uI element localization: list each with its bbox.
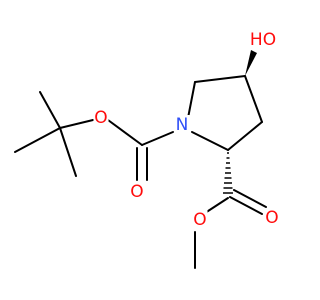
bond-choh-ch2 — [244, 75, 263, 123]
atom-o3: O — [264, 208, 280, 228]
atom-o2: O — [129, 182, 145, 202]
bond-cq-o1 — [59, 119, 94, 129]
atom-n1: N — [174, 115, 190, 135]
bond-cq-ch3-top — [39, 91, 61, 129]
bond-ester-o3-a — [229, 196, 263, 215]
atom-o1: O — [93, 108, 109, 128]
bond-ester-o4 — [204, 197, 229, 214]
bond-ester-o3-b — [233, 189, 267, 208]
molecule-diagram: HO O N O O O — [14, 30, 280, 269]
atom-oh: HO — [250, 30, 276, 50]
bond-chco-n — [191, 131, 229, 151]
atom-label: O — [130, 182, 143, 202]
bond-layer — [14, 50, 267, 269]
hashed-bond-ester — [223, 152, 233, 194]
atom-label: O — [265, 208, 278, 228]
wedge-bond-oh — [245, 50, 257, 76]
atom-layer: HO O N O O O — [93, 30, 280, 230]
bond-cq-ch3-left — [14, 127, 61, 153]
bond-ch2-choh — [194, 75, 246, 83]
atom-label: N — [176, 115, 189, 135]
bond-carbonyl-n — [141, 131, 174, 146]
atom-label: O — [94, 108, 107, 128]
atom-label: HO — [250, 30, 276, 50]
atom-o4: O — [192, 210, 208, 230]
bond-ch2-chco — [227, 121, 263, 151]
bond-o1-carbonyl — [107, 119, 143, 146]
bond-cq-ch3-bottom — [59, 127, 77, 177]
atom-label: O — [193, 210, 206, 230]
bond-n-ch2 — [187, 81, 196, 119]
